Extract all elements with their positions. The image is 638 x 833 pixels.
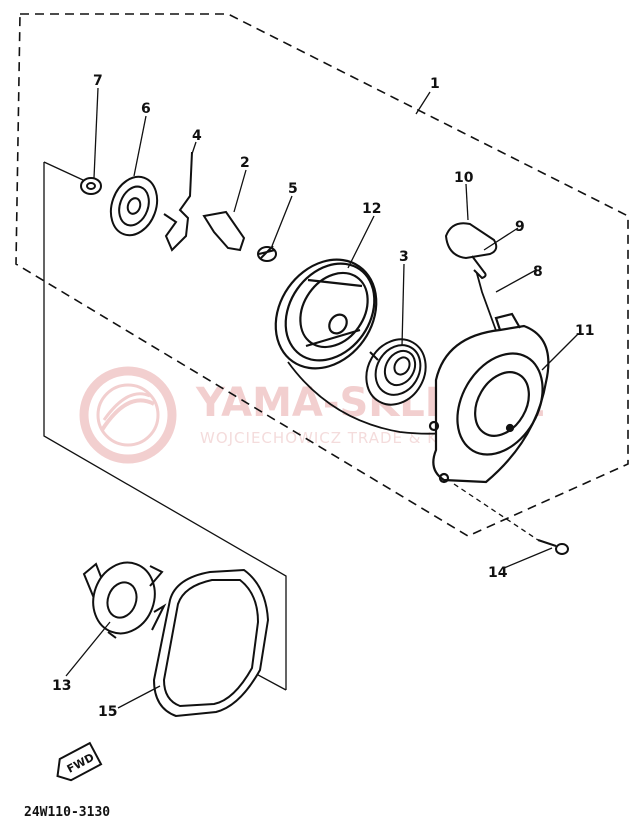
watermark-logo-icon bbox=[79, 366, 177, 464]
callout-15: 15 bbox=[98, 704, 117, 720]
part-14-bolt bbox=[453, 483, 569, 555]
callout-1: 1 bbox=[430, 76, 440, 92]
callout-11: 11 bbox=[575, 323, 594, 339]
part-13-drive-plate bbox=[82, 561, 167, 639]
callout-14: 14 bbox=[488, 565, 508, 581]
callout-4: 4 bbox=[192, 128, 202, 144]
part-6-collar bbox=[109, 175, 159, 237]
callout-12: 12 bbox=[362, 201, 381, 217]
part-4-spring bbox=[163, 151, 193, 252]
callout-7: 7 bbox=[93, 73, 103, 89]
assembly-group-boundary bbox=[15, 13, 629, 537]
callout-13: 13 bbox=[52, 678, 71, 694]
part-15-gasket bbox=[152, 568, 270, 718]
callout-8: 8 bbox=[533, 264, 543, 280]
callout-3: 3 bbox=[399, 249, 409, 265]
part-11-starter-case bbox=[428, 312, 550, 484]
fwd-arrow-icon: FWD bbox=[56, 741, 103, 782]
callout-5: 5 bbox=[288, 181, 298, 197]
part-10-handle bbox=[444, 222, 498, 280]
leader-lines bbox=[65, 87, 579, 709]
diagram-code: 24W110-3130 bbox=[24, 805, 110, 820]
part-12-pulley bbox=[274, 258, 378, 370]
callout-2: 2 bbox=[240, 155, 250, 171]
callout-numbers: 1 2 3 4 5 6 7 8 9 10 11 12 13 14 15 bbox=[52, 73, 594, 720]
part-7-nut bbox=[80, 177, 102, 195]
part-3-recoil-spring bbox=[365, 338, 427, 406]
callout-9: 9 bbox=[515, 219, 525, 235]
callout-10: 10 bbox=[454, 170, 474, 186]
callout-6: 6 bbox=[141, 101, 151, 117]
part-5-spring bbox=[257, 245, 277, 262]
part-2-pawl bbox=[202, 210, 246, 252]
